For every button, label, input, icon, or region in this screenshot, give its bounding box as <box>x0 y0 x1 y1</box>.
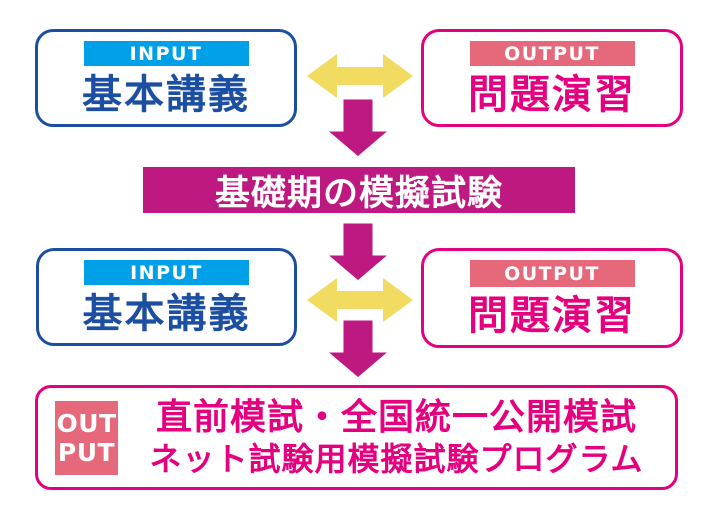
input-box-row1: INPUT 基本講義 <box>35 29 297 127</box>
output-box-row1: OUTPUT 問題演習 <box>421 29 683 127</box>
down-arrow-icon-2 <box>323 220 393 284</box>
output-tag-row1: OUTPUT <box>469 41 635 66</box>
output-box-row2: OUTPUT 問題演習 <box>421 248 683 348</box>
input-tag-row1: INPUT <box>83 41 249 66</box>
output-badge: OUT PUT <box>55 400 118 475</box>
input-title-row2: 基本講義 <box>82 291 251 337</box>
output-badge-line1: OUT <box>56 408 117 438</box>
final-exam-line2: ネット試験用模擬試験プログラム <box>149 440 644 479</box>
input-title-row1: 基本講義 <box>82 72 250 118</box>
output-tag-row2: OUTPUT <box>469 260 635 287</box>
output-badge-line2: PUT <box>57 437 116 467</box>
output-title-row1: 問題演習 <box>468 72 636 118</box>
output-title-row2: 問題演習 <box>468 293 636 339</box>
input-box-row2: INPUT 基本講義 <box>36 248 297 346</box>
final-exam-list: 直前模試・全国統一公開模試 ネット試験用模擬試験プログラム <box>118 398 675 478</box>
double-arrow-icon-row1 <box>305 53 415 99</box>
basic-period-mock-exam-band: 基礎期の模擬試験 <box>143 167 575 214</box>
final-exam-line1: 直前模試・全国統一公開模試 <box>155 396 637 438</box>
input-tag-row2: INPUT <box>84 260 249 285</box>
down-arrow-icon-1 <box>323 96 393 160</box>
down-arrow-icon-3 <box>323 317 393 381</box>
final-output-box: OUT PUT 直前模試・全国統一公開模試 ネット試験用模擬試験プログラム <box>35 385 678 490</box>
double-arrow-icon-row2 <box>305 277 415 323</box>
